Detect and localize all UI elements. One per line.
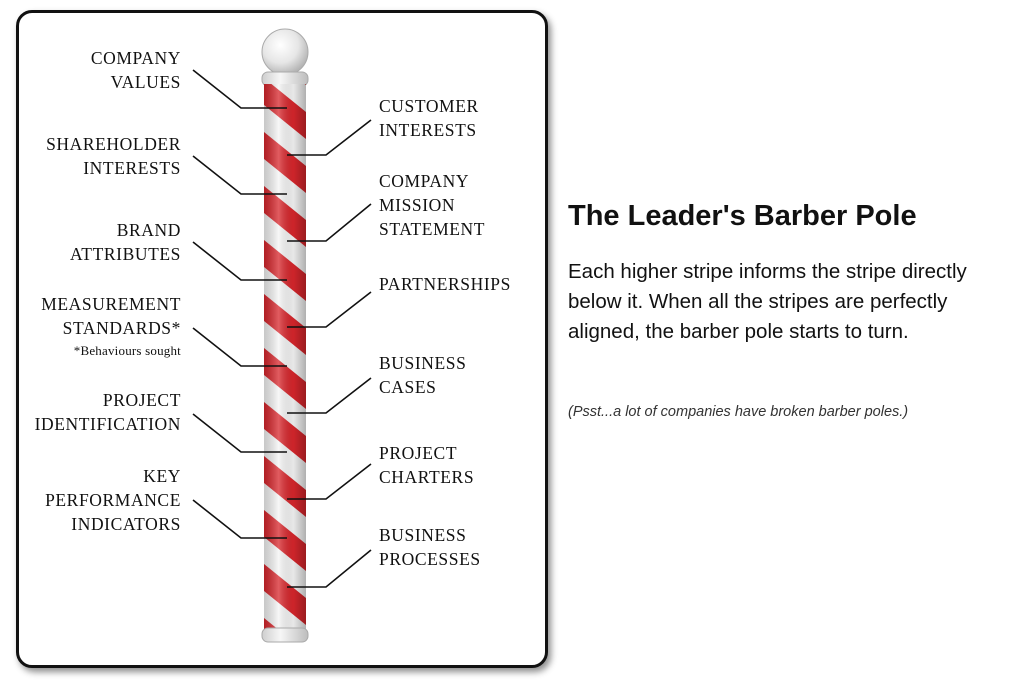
left-label-1: CompanyValues — [91, 46, 181, 94]
label-line: Project — [102, 390, 181, 410]
panel-description: Each higher stripe informs the stripe di… — [568, 260, 967, 343]
pole-shading — [264, 84, 306, 630]
right-connector-line — [287, 119, 372, 156]
label-line: Company — [90, 48, 181, 68]
right-label-1: CustomerInterests — [379, 94, 479, 142]
left-label-2: ShareholderInterests — [46, 132, 181, 180]
connector-lines — [192, 69, 372, 588]
right-connector-line — [287, 463, 372, 500]
label-line: Cases — [379, 377, 437, 397]
label-line: Values — [110, 72, 181, 92]
label-line: Measurement — [41, 294, 181, 314]
label-line: Key — [143, 466, 181, 486]
label-line: Mission — [379, 195, 456, 215]
label-line: Brand — [116, 220, 181, 240]
right-connector-line — [287, 203, 372, 242]
panel-title: The Leader's Barber Pole — [568, 200, 917, 232]
label-line: Business — [379, 353, 467, 373]
label-line: Standards* — [62, 318, 181, 338]
right-label-3: Partnerships — [379, 272, 511, 296]
left-connector-line — [192, 155, 287, 195]
left-connector-line — [192, 327, 287, 367]
left-label-6: KeyPerformanceIndicators — [45, 464, 181, 536]
label-line: Project — [379, 443, 458, 463]
left-label-4: MeasurementStandards* *Behaviours sought — [41, 292, 181, 360]
right-connector-line — [287, 291, 372, 328]
pole-top-ball — [261, 28, 309, 76]
label-line: Interests — [379, 120, 477, 140]
label-line: Identification — [34, 414, 181, 434]
left-label-3: BrandAttributes — [70, 218, 181, 266]
left-label-5: ProjectIdentification — [35, 388, 181, 436]
label-line: Performance — [45, 490, 181, 510]
right-label-2: CompanyMissionStatement — [379, 169, 485, 241]
right-label-4: BusinessCases — [379, 351, 466, 399]
label-line: Interests — [83, 158, 181, 178]
label-line: Customer — [379, 96, 479, 116]
label-line: Shareholder — [46, 134, 181, 154]
pole-bottom-cap — [261, 627, 309, 643]
pole-top-cap — [261, 71, 309, 87]
left-connector-line — [192, 241, 287, 281]
right-label-6: BusinessProcesses — [379, 523, 481, 571]
left-connector-line — [192, 499, 287, 539]
label-line: Company — [379, 171, 470, 191]
label-line: Processes — [379, 549, 481, 569]
left-connector-line — [192, 413, 287, 453]
label-line: Attributes — [70, 244, 181, 264]
panel-aside-note: (Psst...a lot of companies have broken b… — [568, 404, 909, 420]
right-connector-line — [287, 549, 372, 588]
label-line: Charters — [379, 467, 475, 487]
right-connector-line — [287, 377, 372, 414]
right-label-5: ProjectCharters — [379, 441, 474, 489]
label-line: Statement — [379, 219, 486, 239]
label-footnote: *Behaviours sought — [73, 343, 181, 358]
label-line: Indicators — [71, 514, 181, 534]
left-connector-line — [192, 69, 287, 109]
label-line: Business — [379, 525, 467, 545]
label-line: Partnerships — [379, 274, 511, 294]
